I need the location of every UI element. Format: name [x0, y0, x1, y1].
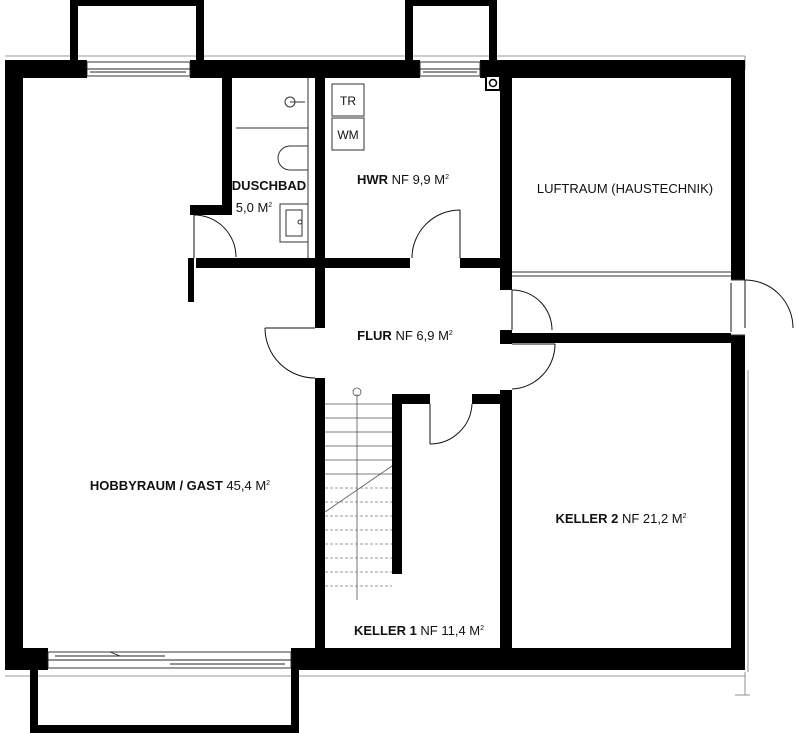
washer-label: WM: [337, 128, 358, 142]
windows: [47, 61, 481, 669]
dryer-label: TR: [340, 94, 356, 108]
room-label-keller2: KELLER 2 NF 21,2 M2: [555, 511, 686, 526]
room-label-hobbyraum: HOBBYRAUM / GAST 45,4 M2: [90, 478, 270, 493]
room-label-keller1: KELLER 1 NF 11,4 M2: [354, 623, 484, 638]
room-label-luftraum: LUFTRAUM (HAUSTECHNIK): [537, 181, 713, 196]
toilet-icon: [277, 145, 308, 171]
passage-lines: [512, 271, 745, 336]
room-area-duschbad: 5,0 M2: [236, 200, 273, 215]
room-label-flur: FLUR NF 6,9 M2: [357, 328, 453, 343]
doors: [193, 209, 794, 445]
washer: WM: [331, 117, 365, 151]
stairs: [324, 387, 393, 600]
bath-fixtures: [236, 78, 309, 258]
outline-lines: [5, 55, 750, 696]
stairs-below: [325, 487, 392, 600]
room-label-hwr: HWR NF 9,9 M2: [357, 172, 449, 187]
dryer: TR: [331, 83, 365, 117]
walls: [5, 0, 745, 733]
shower-icon: [284, 96, 305, 108]
room-label-duschbad: DUSCHBAD: [232, 178, 306, 193]
